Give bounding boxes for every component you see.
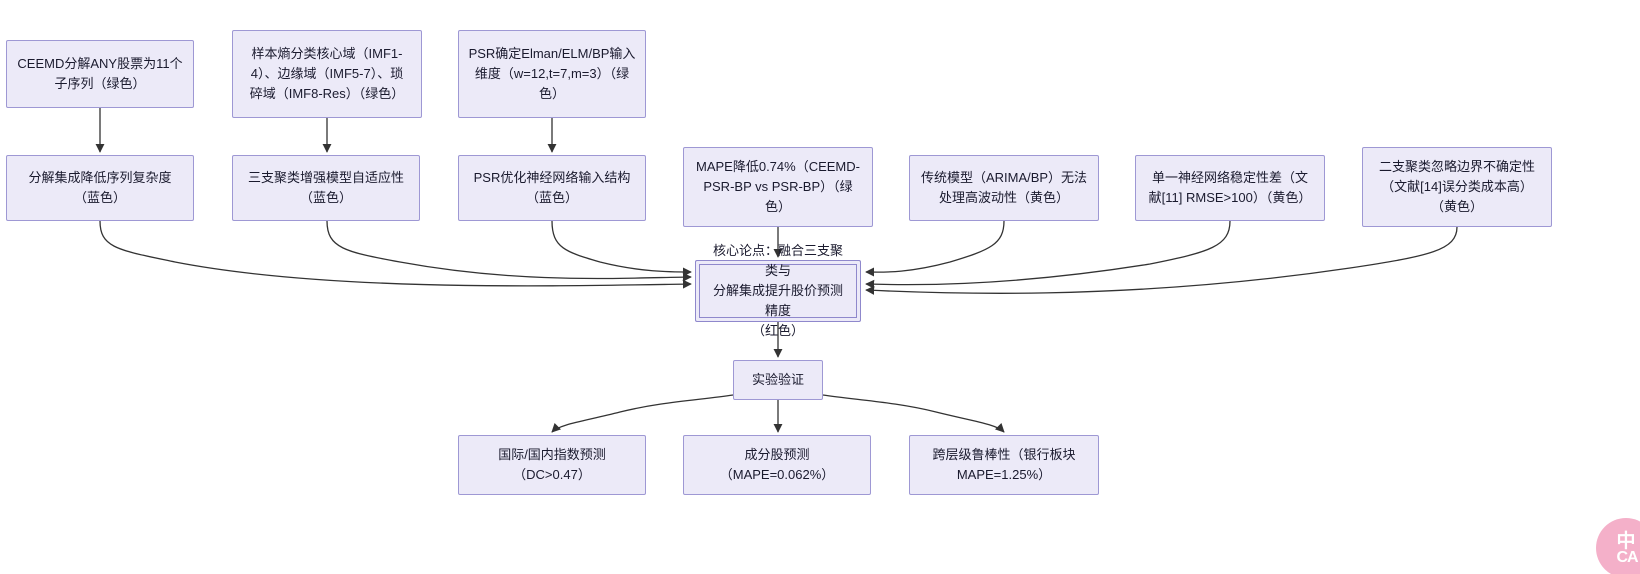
node-sample-entropy[interactable]: 样本熵分类核心域（IMF1- 4）、边缘域（IMF5-7）、琐 碎域（IMF8-… [232,30,422,118]
node-label: PSR确定Elman/ELM/BP输入 维度（w=12,t=7,m=3）（绿 色… [468,46,636,101]
node-label: 核心论点：融合三支聚类与 分解集成提升股价预测精度 （红色） [712,243,843,338]
node-traditional-model-limit[interactable]: 传统模型（ARIMA/BP）无法 处理高波动性（黄色） [909,155,1099,221]
node-three-way-clustering-adaptive[interactable]: 三支聚类增强模型自适应性 （蓝色） [232,155,420,221]
node-label: PSR优化神经网络输入结构 （蓝色） [473,170,631,205]
edge-experiment-to-robustness [822,394,1005,433]
node-label: 三支聚类增强模型自适应性 （蓝色） [247,170,404,205]
node-single-nn-instability[interactable]: 单一神经网络稳定性差（文 献[11] RMSE>100）（黄色） [1135,155,1325,221]
node-two-way-clustering-gap[interactable]: 二支聚类忽略边界不确定性 （文献[14]误分类成本高） （黄色） [1362,147,1552,227]
node-cross-level-robustness[interactable]: 跨层级鲁棒性（银行板块 MAPE=1.25%） [909,435,1099,495]
node-psr-optimize-structure[interactable]: PSR优化神经网络输入结构 （蓝色） [458,155,646,221]
edge-experiment-to-index [551,394,734,433]
edge-structure-to-core [551,220,692,277]
watermark-secondary-text: CA [1616,548,1638,566]
edge-traditional-to-core [865,220,1005,277]
node-constituent-stock-forecast[interactable]: 成分股预测 （MAPE=0.062%） [683,435,871,495]
node-core-claim[interactable]: 核心论点：融合三支聚类与 分解集成提升股价预测精度 （红色） [695,243,861,338]
node-label: 实验验证 [751,372,804,387]
node-label: CEEMD分解ANY股票为11个 子序列（绿色） [17,56,183,91]
node-index-forecast[interactable]: 国际/国内指数预测 （DC>0.47） [458,435,646,495]
node-label: 跨层级鲁棒性（银行板块 MAPE=1.25%） [932,447,1076,482]
watermark-badge: 中 CA [1596,518,1640,574]
watermark-text-group: 中 CA [1614,530,1638,566]
node-experiment-validation[interactable]: 实验验证 [733,360,823,400]
edge-singlenn-to-core [865,220,1231,289]
node-label: 单一神经网络稳定性差（文 献[11] RMSE>100）（黄色） [1148,170,1312,205]
node-label: 二支聚类忽略边界不确定性 （文献[14]误分类成本高） （黄色） [1378,159,1535,214]
node-psr-dimension[interactable]: PSR确定Elman/ELM/BP输入 维度（w=12,t=7,m=3）（绿 色… [458,30,646,118]
watermark-primary-text: 中 [1616,530,1635,552]
node-label: 样本熵分类核心域（IMF1- 4）、边缘域（IMF5-7）、琐 碎域（IMF8-… [249,46,405,101]
node-mape-reduction[interactable]: MAPE降低0.74%（CEEMD- PSR-BP vs PSR-BP）（绿 色… [683,147,873,227]
node-label: MAPE降低0.74%（CEEMD- PSR-BP vs PSR-BP）（绿 色… [696,159,860,214]
node-label: 国际/国内指数预测 （DC>0.47） [498,447,606,482]
node-label: 成分股预测 （MAPE=0.062%） [719,447,835,482]
node-decompose-reduce-complexity[interactable]: 分解集成降低序列复杂度 （蓝色） [6,155,194,221]
edge-complexity-to-core [99,220,692,289]
node-label: 分解集成降低序列复杂度 （蓝色） [28,170,172,205]
edge-clustering-to-core [326,220,692,282]
edge-twoway-to-core [865,226,1458,295]
node-ceemd-decompose[interactable]: CEEMD分解ANY股票为11个 子序列（绿色） [6,40,194,108]
node-label: 传统模型（ARIMA/BP）无法 处理高波动性（黄色） [920,170,1088,205]
